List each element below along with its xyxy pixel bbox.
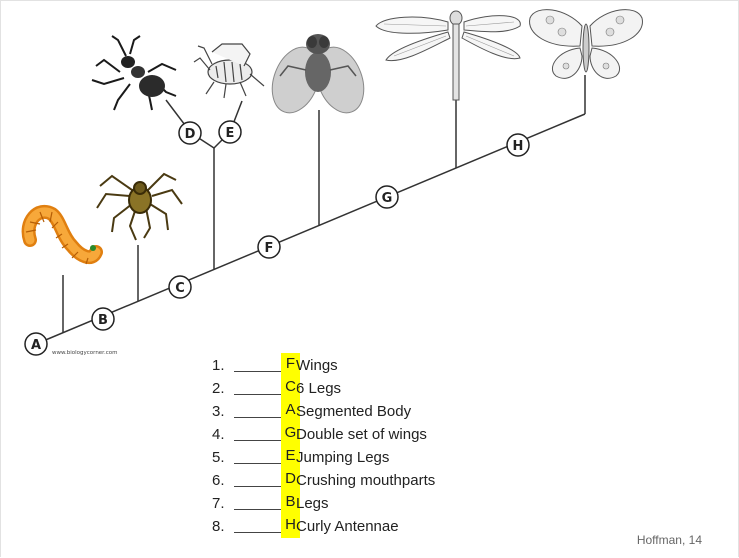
- author-signature: Hoffman, 14: [637, 533, 702, 547]
- key-row: 6. D Crushing mouthparts: [212, 469, 234, 492]
- key-number: 8.: [212, 515, 234, 538]
- key-row: 5. E Jumping Legs: [212, 446, 234, 469]
- clade-node-H: H: [507, 134, 529, 156]
- trait-label: Double set of wings: [296, 423, 427, 446]
- spider-image: [97, 174, 182, 240]
- caterpillar-image: [26, 212, 96, 264]
- cladogram-lines: [36, 75, 585, 344]
- dragonfly-image: [376, 11, 520, 100]
- answer-blank: G: [234, 423, 294, 446]
- key-number: 1.: [212, 354, 234, 377]
- trait-label: Curly Antennae: [296, 515, 399, 538]
- answer-blank: F: [234, 354, 294, 377]
- clade-label-F: F: [265, 241, 274, 256]
- answer-blank: D: [234, 469, 294, 492]
- key-number: 6.: [212, 469, 234, 492]
- key-row: 2. C 6 Legs: [212, 377, 234, 400]
- answer-blank: B: [234, 492, 294, 515]
- answer-blank: A: [234, 400, 294, 423]
- clade-node-C: C: [169, 276, 191, 298]
- main-branch: [36, 114, 585, 344]
- key-row: 1. F Wings: [212, 354, 234, 377]
- clade-node-F: F: [258, 236, 280, 258]
- clade-node-B: B: [92, 308, 114, 330]
- clade-label-A: A: [31, 338, 41, 353]
- clade-label-C: C: [175, 281, 185, 296]
- source-credit: www.biologycorner.com: [52, 350, 117, 356]
- answer-blank: E: [234, 446, 294, 469]
- clade-node-D: D: [179, 122, 201, 144]
- clade-node-A: A: [25, 333, 47, 355]
- trait-label: Wings: [296, 354, 338, 377]
- trait-label: Jumping Legs: [296, 446, 389, 469]
- answer-blank: H: [234, 515, 294, 538]
- trait-label: Crushing mouthparts: [296, 469, 435, 492]
- ant-image: [92, 36, 176, 110]
- key-number: 3.: [212, 400, 234, 423]
- clade-node-G: G: [376, 186, 398, 208]
- trait-key: 1. F Wings 2. C 6 Legs 3. A Segmented Bo…: [212, 354, 234, 538]
- key-row: 4. G Double set of wings: [212, 423, 234, 446]
- key-row: 8. H Curly Antennae: [212, 515, 234, 538]
- key-number: 7.: [212, 492, 234, 515]
- butterfly-image: [530, 10, 643, 79]
- key-number: 2.: [212, 377, 234, 400]
- key-number: 4.: [212, 423, 234, 446]
- key-number: 5.: [212, 446, 234, 469]
- fly-image: [264, 34, 373, 119]
- trait-label: 6 Legs: [296, 377, 341, 400]
- clade-label-H: H: [513, 139, 524, 154]
- key-row: 7. B Legs: [212, 492, 234, 515]
- answer-blank: C: [234, 377, 294, 400]
- key-row: 3. A Segmented Body: [212, 400, 234, 423]
- clade-node-E: E: [219, 121, 241, 143]
- clade-label-G: G: [382, 191, 393, 206]
- trait-label: Legs: [296, 492, 329, 515]
- grasshopper-image: [194, 44, 264, 98]
- clade-label-D: D: [185, 127, 196, 142]
- trait-label: Segmented Body: [296, 400, 411, 423]
- clade-label-B: B: [98, 313, 108, 328]
- clade-label-E: E: [226, 126, 235, 141]
